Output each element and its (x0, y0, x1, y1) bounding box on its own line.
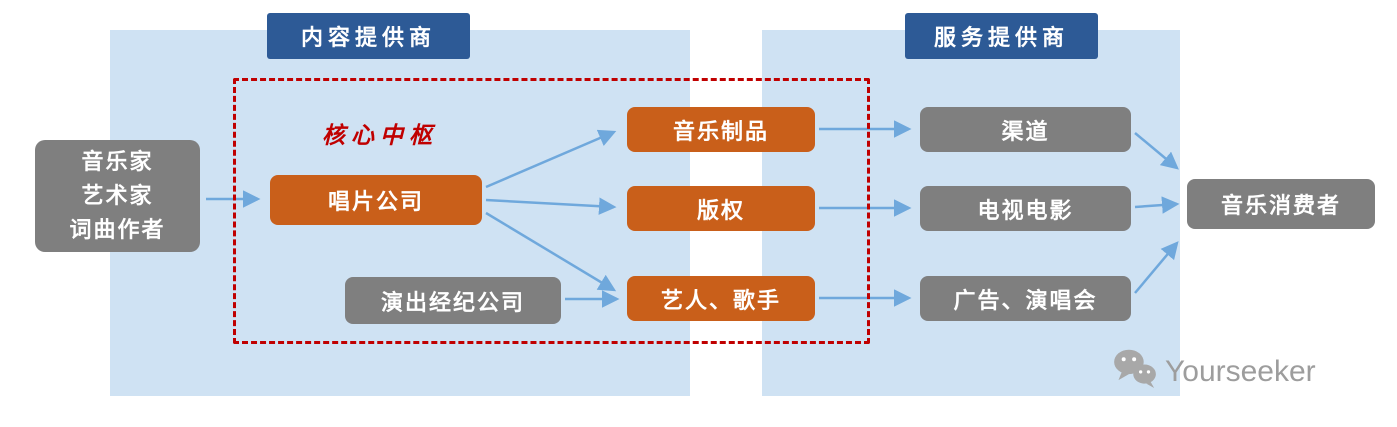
watermark-text: Yourseeker (1165, 355, 1316, 388)
node-artists-singers: 艺人、歌手 (627, 276, 815, 321)
watermark: Yourseeker (1112, 348, 1316, 396)
node-record-company: 唱片公司 (270, 175, 482, 225)
node-channels: 渠道 (920, 107, 1131, 152)
source-line-artist: 艺术家 (81, 183, 154, 208)
source-line-songwriter: 词曲作者 (69, 217, 166, 242)
node-ads-concerts: 广告、演唱会 (920, 276, 1131, 321)
wechat-icon (1112, 348, 1158, 396)
node-copyright: 版权 (627, 186, 815, 231)
content-provider-header: 内容提供商 (267, 13, 470, 59)
service-provider-header: 服务提供商 (905, 13, 1098, 59)
node-music-products: 音乐制品 (627, 107, 815, 152)
node-performance-agency: 演出经纪公司 (345, 277, 561, 324)
core-hub-frame (233, 78, 870, 344)
core-hub-label: 核心中枢 (322, 122, 438, 148)
node-tv-film: 电视电影 (920, 186, 1131, 231)
source-line-musician: 音乐家 (81, 149, 154, 174)
node-musicians-artists-songwriters: 音乐家 艺术家 词曲作者 (35, 140, 200, 252)
node-music-consumers: 音乐消费者 (1187, 179, 1375, 229)
